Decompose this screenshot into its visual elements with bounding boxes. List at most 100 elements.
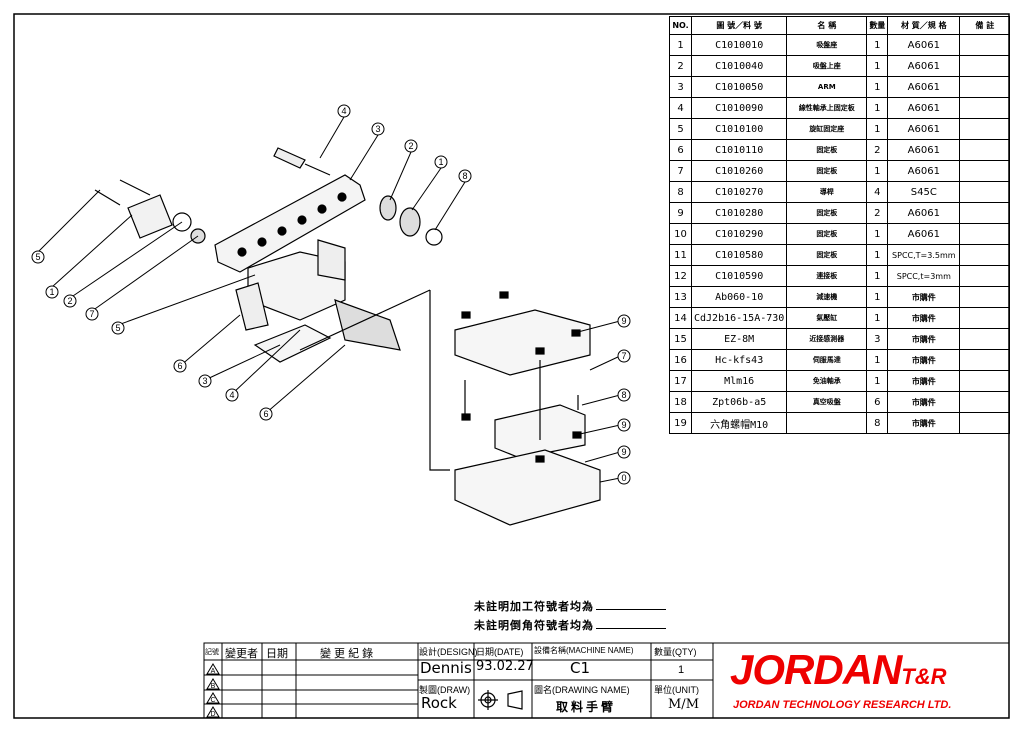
bom-cell-spec: 市購件: [887, 391, 961, 413]
bom-cell-remark: [959, 76, 1011, 98]
machine-value: C1: [570, 659, 591, 677]
bom-cell-name: 吸盤上座: [786, 55, 868, 77]
balloon: 7: [617, 349, 631, 363]
balloon: 9: [617, 445, 631, 459]
rev-triangle-icon: C: [206, 692, 220, 704]
bom-cell-code: C1010280: [690, 202, 788, 224]
bom-cell-remark: [959, 244, 1011, 266]
bom-cell-no: 8: [669, 181, 692, 203]
bom-cell-name: 線性軸承上固定板: [786, 97, 868, 119]
bom-cell-spec: 市購件: [887, 286, 961, 308]
svg-text:9: 9: [621, 420, 626, 430]
bom-cell-no: 19: [669, 412, 692, 434]
svg-text:6: 6: [263, 409, 268, 419]
bom-cell-remark: [959, 223, 1011, 245]
bom-cell-code: Hc-kfs43: [690, 349, 788, 371]
bom-cell-code: CdJ2b16-15A-730: [690, 307, 788, 329]
bom-cell-code: C1010260: [690, 160, 788, 182]
bom-cell-qty: 1: [866, 55, 889, 77]
balloon: 9: [617, 418, 631, 432]
bom-cell-code: C1010090: [690, 97, 788, 119]
bom-cell-name: [786, 412, 868, 434]
bom-cell-spec: A6061: [887, 223, 961, 245]
bom-cell-no: 9: [669, 202, 692, 224]
bom-cell-name: 固定板: [786, 202, 868, 224]
bom-cell-code: C1010590: [690, 265, 788, 287]
rev-triangle-icon: D: [206, 706, 220, 718]
bom-cell-remark: [959, 55, 1011, 77]
balloon: 3: [371, 122, 385, 136]
bom-header-code: 圖 號／料 號: [690, 16, 788, 35]
bom-cell-qty: 6: [866, 391, 889, 413]
bom-cell-remark: [959, 412, 1011, 434]
svg-text:1: 1: [49, 287, 54, 297]
bom-cell-spec: A6061: [887, 97, 961, 119]
balloon: 8: [458, 169, 472, 183]
bom-cell-name: 真空吸盤: [786, 391, 868, 413]
bom-cell-name: 導桿: [786, 181, 868, 203]
bom-cell-spec: A6061: [887, 55, 961, 77]
bom-cell-qty: 1: [866, 265, 889, 287]
unit-value: M/M: [668, 697, 700, 712]
bom-cell-code: C1010290: [690, 223, 788, 245]
balloon: 3: [198, 374, 212, 388]
bom-cell-code: C1010100: [690, 118, 788, 140]
logo-suffix-text: T&R: [901, 664, 947, 689]
svg-text:3: 3: [202, 376, 207, 386]
svg-text:4: 4: [229, 390, 234, 400]
bom-cell-no: 5: [669, 118, 692, 140]
bom-cell-code: C1010270: [690, 181, 788, 203]
bom-cell-name: 吸盤座: [786, 34, 868, 56]
leader-lines: [37, 116, 621, 483]
svg-text:8: 8: [621, 390, 626, 400]
design-label: 設計(DESIGN): [419, 647, 478, 657]
projection-symbol-icon: [478, 690, 523, 710]
bom-cell-code: Mlm16: [690, 370, 788, 392]
svg-text:8: 8: [462, 171, 467, 181]
bom-cell-code: Ab060-10: [690, 286, 788, 308]
bom-cell-name: 減速機: [786, 286, 868, 308]
chamfer-note-text: 未註明倒角符號者均為: [474, 620, 594, 632]
bom-cell-remark: [959, 97, 1011, 119]
bom-cell-spec: SPCC,T=3.5mm: [887, 244, 961, 266]
bom-cell-code: C1010110: [690, 139, 788, 161]
bom-cell-no: 3: [669, 76, 692, 98]
qty-label: 數量(QTY): [654, 647, 697, 657]
bom-cell-spec: SPCC,t=3mm: [887, 265, 961, 287]
bom-cell-code: C1010010: [690, 34, 788, 56]
bom-cell-no: 1: [669, 34, 692, 56]
balloon-callouts: 4 3 2 1 8 5 1 2 7 5 6 3 4 6 9 7 8 9 9 0: [31, 104, 631, 485]
bom-cell-name: 固定板: [786, 223, 868, 245]
bom-cell-name: 氣壓缸: [786, 307, 868, 329]
balloon: 4: [225, 388, 239, 402]
bom-cell-remark: [959, 328, 1011, 350]
svg-text:2: 2: [67, 296, 72, 306]
bom-cell-qty: 1: [866, 223, 889, 245]
bom-cell-remark: [959, 139, 1011, 161]
bom-cell-spec: A6061: [887, 34, 961, 56]
bom-cell-spec: 市購件: [887, 307, 961, 329]
date-label: 日期(DATE): [476, 647, 524, 657]
svg-text:6: 6: [177, 361, 182, 371]
bom-cell-spec: A6061: [887, 118, 961, 140]
bom-cell-qty: 1: [866, 97, 889, 119]
svg-text:4: 4: [341, 106, 346, 116]
title-block-lines: [203, 642, 1010, 719]
balloon: 1: [45, 285, 59, 299]
balloon: 1: [434, 155, 448, 169]
bom-cell-no: 17: [669, 370, 692, 392]
chamfer-note: 未註明倒角符號者均為: [474, 617, 666, 633]
bom-cell-name: 連接板: [786, 265, 868, 287]
balloon: 0: [617, 471, 631, 485]
svg-text:5: 5: [115, 323, 120, 333]
logo-main-text: JORDAN: [730, 646, 902, 693]
